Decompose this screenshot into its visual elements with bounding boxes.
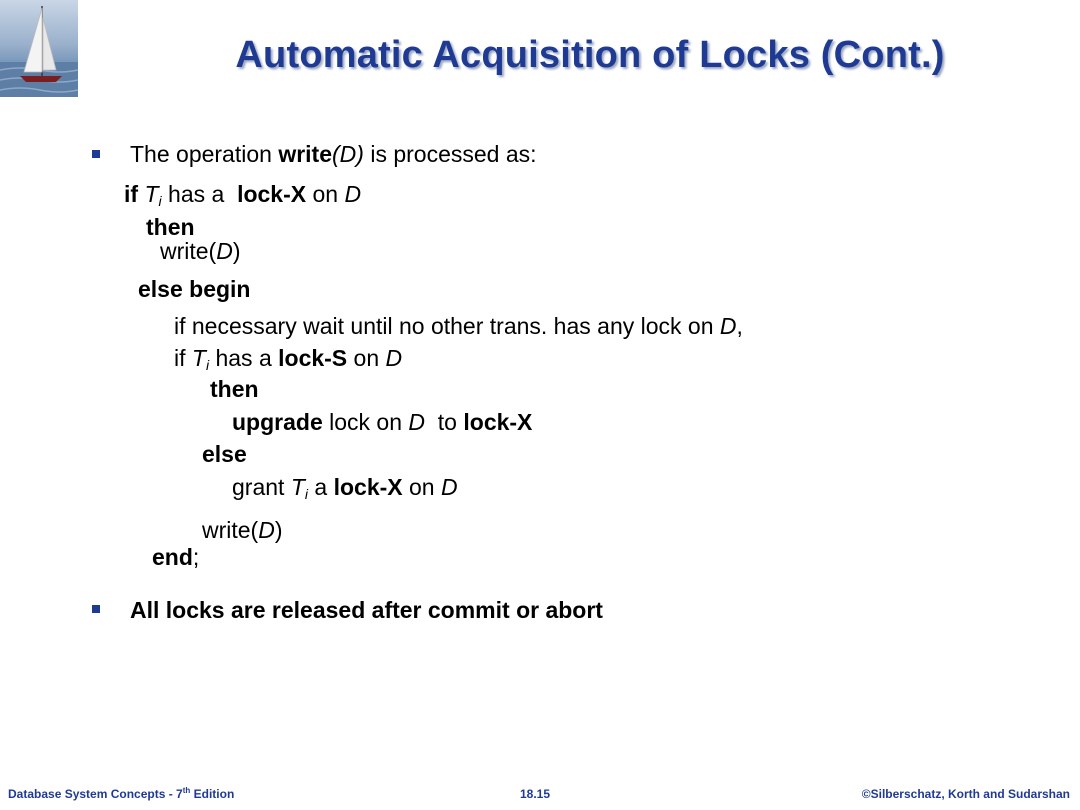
footer-copyright: ©Silberschatz, Korth and Sudarshan [861, 787, 1070, 801]
text: ) [274, 517, 283, 543]
code-line-9: else [202, 441, 247, 467]
keyword-end: end [152, 544, 193, 570]
subscript-i: i [205, 357, 210, 373]
sailboat-logo [0, 0, 78, 97]
bullet-marker [92, 605, 100, 613]
code-line-10: grant Ti a lock-X on D [232, 474, 458, 502]
sailboat-icon [0, 6, 78, 97]
footer-left: Database System Concepts - 7th Edition [8, 786, 235, 802]
text: a [308, 474, 334, 500]
var-D: D [344, 181, 362, 207]
code-line-8: upgrade lock on D to lock-X [232, 409, 532, 435]
subscript-i: i [158, 193, 162, 209]
code-line-6: if Ti has a lock-S on D [174, 345, 403, 373]
footer-edition: Edition [190, 787, 235, 801]
code-line-2: then [146, 214, 195, 240]
keyword-lock-s: lock-S [278, 345, 348, 371]
code-line-7: then [210, 376, 259, 402]
text: lock on [322, 409, 409, 435]
text: to [425, 409, 464, 435]
var-D: D [258, 517, 275, 543]
text: has a [161, 181, 231, 207]
code-line-1: if Ti has a lock-X on D [124, 181, 362, 209]
code-line-4: else begin [138, 276, 251, 302]
var-D: D [441, 474, 458, 500]
text: is processed as: [363, 141, 537, 167]
code-line-11: write(D) [202, 517, 283, 543]
slide-title: Automatic Acquisition of Locks (Cont.) [235, 34, 945, 76]
var-D: D [385, 345, 403, 371]
text: , [736, 313, 743, 339]
keyword-lock-x: lock-X [463, 409, 533, 435]
var-D: D [719, 313, 737, 339]
keyword-upgrade: upgrade [232, 409, 323, 435]
text: The operation [130, 141, 279, 167]
var-T: T [191, 345, 206, 371]
text: ) [232, 238, 241, 264]
text: on [402, 474, 441, 500]
text: on [306, 181, 345, 207]
keyword-write: write [278, 141, 333, 167]
text: (D) [332, 141, 364, 167]
text: on [347, 345, 386, 371]
footer-sup: th [182, 786, 191, 795]
bullet-1-text: The operation write(D) is processed as: [130, 141, 537, 167]
var-T: T [144, 181, 159, 207]
footer-book: Database System Concepts - 7 [8, 787, 183, 801]
keyword-if: if [124, 181, 139, 207]
var-D: D [216, 238, 233, 264]
text: has a [209, 345, 279, 371]
text: write( [202, 517, 259, 543]
text: write( [160, 238, 217, 264]
text: grant [232, 474, 291, 500]
code-line-3: write(D) [160, 238, 241, 264]
footer-page-number: 18.15 [520, 787, 551, 801]
text: ; [192, 544, 200, 570]
bullet-2-text: All locks are released after commit or a… [130, 597, 603, 623]
text: if [174, 345, 192, 371]
bullet-marker [92, 150, 100, 158]
text: if necessary wait until no other trans. … [174, 313, 720, 339]
keyword-lock-x: lock-X [333, 474, 403, 500]
subscript-i: i [304, 486, 309, 502]
var-D: D [408, 409, 426, 435]
keyword-lock-x: lock-X [237, 181, 307, 207]
code-line-12: end; [152, 544, 199, 570]
code-line-5: if necessary wait until no other trans. … [174, 313, 743, 339]
var-T: T [290, 474, 305, 500]
